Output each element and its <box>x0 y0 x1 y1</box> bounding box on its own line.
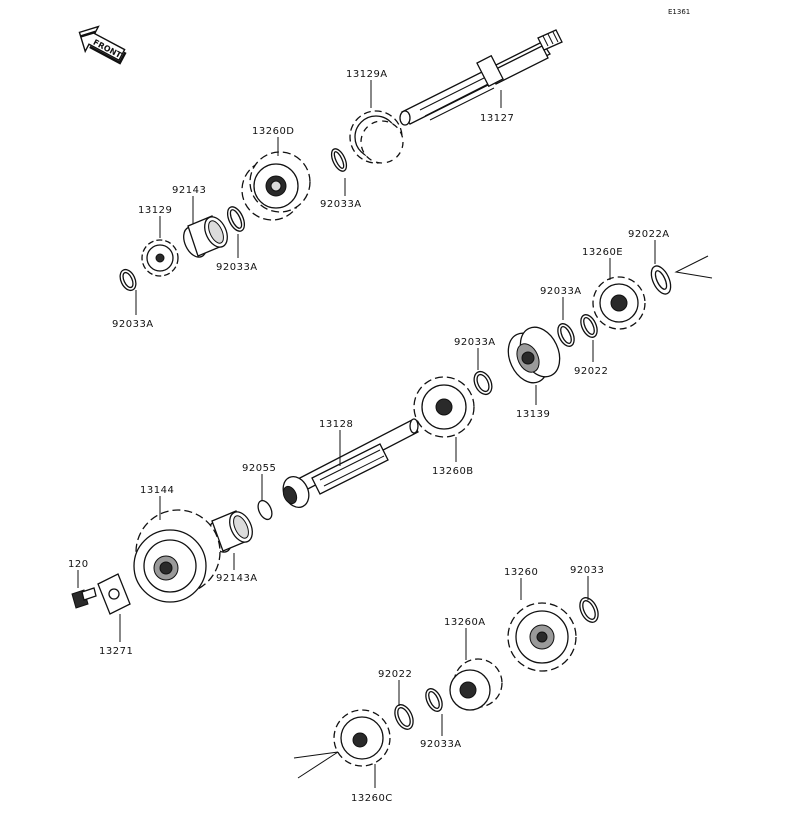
plate-13271 <box>97 573 131 615</box>
shaft-continuation-arrow-left <box>293 751 339 779</box>
label-13260C: 13260C <box>351 793 393 804</box>
label-13144: 13144 <box>140 485 174 496</box>
gear-13260D <box>241 151 311 221</box>
leader-lines <box>77 80 656 788</box>
label-13260: 13260 <box>504 567 538 578</box>
gear-13260A <box>449 658 503 711</box>
label-13260E: 13260E <box>582 247 623 258</box>
label-92033A: 92033A <box>112 319 154 330</box>
label-92033A: 92033A <box>216 262 258 273</box>
label-13127: 13127 <box>480 113 514 124</box>
circlip-92033A-right <box>557 323 575 347</box>
label-92033A: 92033A <box>420 739 462 750</box>
label-92033A: 92033A <box>454 337 496 348</box>
o-ring-92055 <box>257 499 273 521</box>
label-92055: 92055 <box>242 463 276 474</box>
label-92033A: 92033A <box>320 199 362 210</box>
drive-shaft-13128 <box>282 418 419 509</box>
circlip-92033A-left <box>119 268 137 292</box>
label-13129: 13129 <box>138 205 172 216</box>
washer-92022-bottom <box>394 704 414 730</box>
gear-13129A <box>349 110 404 164</box>
gear-13260 <box>507 602 577 672</box>
label-92022A: 92022A <box>628 229 670 240</box>
label-13260A: 13260A <box>444 617 486 628</box>
circlip-92033A-bottom <box>425 688 443 712</box>
label-13271: 13271 <box>99 646 133 657</box>
front-arrow-icon: FRONT <box>78 25 127 65</box>
diagram-code: E1361 <box>668 8 690 16</box>
part-labels: 13129A 13127 13260D 92033A 92143 13129 9… <box>68 69 670 804</box>
gear-13260C <box>333 709 391 767</box>
gear-13260E <box>592 276 646 330</box>
shaft-continuation-arrow-right <box>674 255 713 279</box>
label-13128: 13128 <box>319 419 353 430</box>
label-13139: 13139 <box>516 409 550 420</box>
washer-92022-right <box>580 314 598 338</box>
label-92033: 92033 <box>570 565 604 576</box>
label-13260D: 13260D <box>252 126 295 137</box>
gear-13260B <box>413 376 475 438</box>
output-shaft-13127 <box>399 29 563 126</box>
circlip-92033A-mid <box>226 206 246 232</box>
label-13129A: 13129A <box>346 69 388 80</box>
bushing-92143 <box>183 215 228 258</box>
label-120: 120 <box>68 559 89 570</box>
washer-92022A <box>650 265 672 295</box>
label-92033A: 92033A <box>540 286 582 297</box>
label-13260B: 13260B <box>432 466 474 477</box>
label-92022: 92022 <box>574 366 608 377</box>
circlip-92033A-center <box>473 370 493 396</box>
circlip-92033-bottom <box>579 597 599 623</box>
circlip-92033A-upper <box>330 148 348 172</box>
gear-13129 <box>141 239 179 277</box>
bolt-120 <box>71 587 97 609</box>
primary-gear-13144 <box>133 509 221 603</box>
hub-13139 <box>507 326 561 384</box>
label-92143: 92143 <box>172 185 206 196</box>
label-92143A: 92143A <box>216 573 258 584</box>
label-92022: 92022 <box>378 669 412 680</box>
